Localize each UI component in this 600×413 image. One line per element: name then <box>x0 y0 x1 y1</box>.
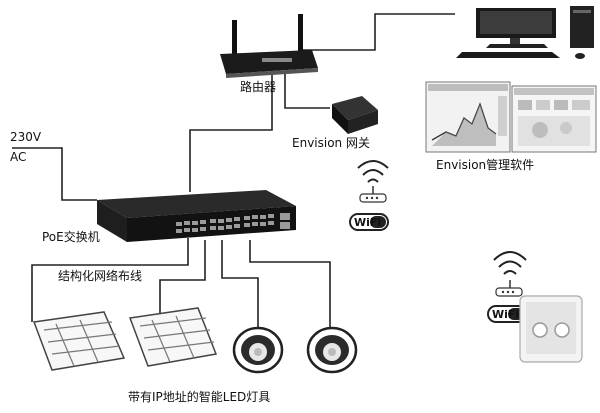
wifi-logo-icon <box>349 213 389 231</box>
led-downlight-icon <box>306 326 358 374</box>
led-downlight-icon <box>232 326 284 374</box>
router-label: 路由器 <box>240 80 277 94</box>
access-point-icon <box>495 280 523 297</box>
wifi-badge-text: WiFi <box>354 216 382 229</box>
network-cables <box>12 13 455 332</box>
access-point-icon <box>359 186 387 203</box>
led-panel-icon <box>128 307 218 367</box>
desktop-computer-icon <box>456 6 594 59</box>
cabling-label: 结构化网络布线 <box>58 269 143 283</box>
gateway-label: Envision 网关 <box>292 136 370 150</box>
software-label: Envision管理软件 <box>436 158 535 172</box>
led-panel-icon <box>32 311 126 371</box>
power-voltage-label: 230V <box>10 130 42 144</box>
power-ac-label: AC <box>10 150 27 164</box>
gateway-icon <box>332 96 378 134</box>
led-fixtures-label: 带有IP地址的智能LED灯具 <box>128 390 271 404</box>
tablet-icon <box>519 295 583 363</box>
poe-switch-icon <box>97 190 296 242</box>
wifi-badge-text: WiFi <box>492 308 520 321</box>
poe-switch-label: PoE交换机 <box>42 230 100 244</box>
software-screens-icon <box>425 81 597 153</box>
router-icon <box>220 14 318 78</box>
wifi-logo-icon <box>487 305 527 323</box>
wifi-signal-icon <box>493 251 527 275</box>
wifi-signal-icon <box>357 160 389 183</box>
